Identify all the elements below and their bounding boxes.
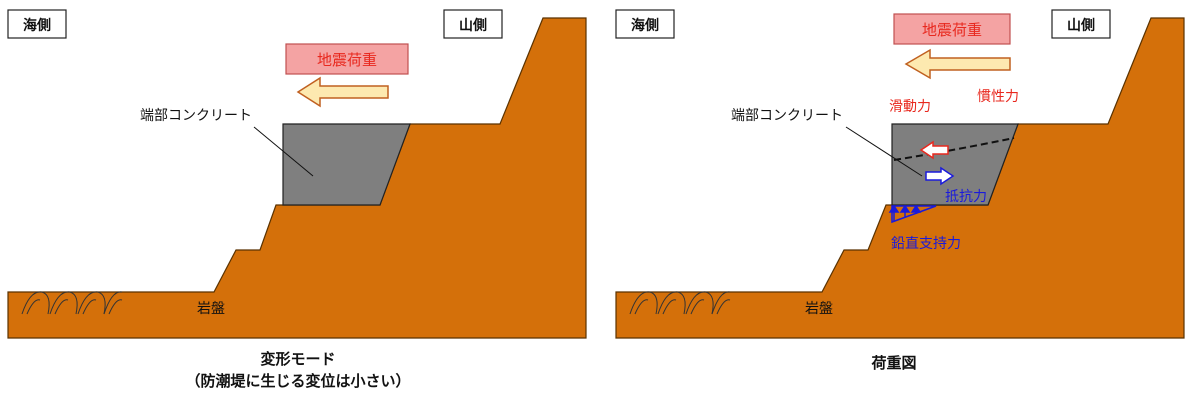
seismic-load-label-box xyxy=(285,43,409,75)
load-diagram-caption: 荷重図 xyxy=(871,354,917,372)
seismic-load-label: 地震荷重 xyxy=(317,51,377,69)
sliding-force-arrow xyxy=(919,140,949,160)
seismic-load-arrow xyxy=(296,76,389,108)
mountain-side-label: 山側 xyxy=(459,17,487,34)
bedrock-hatching xyxy=(629,291,731,315)
load-diagram: 海側 地震荷重 山側 慣性力 滑動力 端部コンクリート 抵抗力 鉛直支持力 岩盤 xyxy=(615,9,1185,339)
resistance-label: 抵抗力 xyxy=(945,189,987,205)
vertical-bearing-arrows xyxy=(888,204,922,222)
sea-side-label: 海側 xyxy=(631,17,659,34)
caption-title: 変形モード xyxy=(260,350,336,368)
mountain-side-label-box xyxy=(443,9,503,39)
inertial-force-label: 慣性力 xyxy=(977,88,1019,105)
bedrock-label: 岩盤 xyxy=(805,301,833,317)
seismic-load-arrow xyxy=(904,48,1011,80)
mountain-side-label-box xyxy=(1051,9,1111,39)
sliding-surface-line xyxy=(893,137,1015,161)
end-concrete-label: 端部コンクリート xyxy=(140,108,252,124)
sea-side-label: 海側 xyxy=(23,17,51,34)
deformation-mode-panel: 海側 山側 地震荷重 端部コンクリート 岩盤 変形モード （防潮堤に生じる変位は… xyxy=(0,9,596,392)
bedrock-hatching xyxy=(21,291,123,315)
end-concrete-block xyxy=(282,123,411,206)
mountain-side-label: 山側 xyxy=(1067,17,1095,34)
load-diagram-panel: 海側 地震荷重 山側 慣性力 滑動力 端部コンクリート 抵抗力 鉛直支持力 岩盤… xyxy=(596,0,1192,406)
end-concrete-leader-line xyxy=(845,126,923,177)
sea-side-label-box xyxy=(7,9,67,39)
vertical-bearing-triangle xyxy=(891,205,937,224)
vertical-bearing-label: 鉛直支持力 xyxy=(891,235,961,252)
deformation-mode-caption: 変形モード （防潮堤に生じる変位は小さい） xyxy=(0,348,596,392)
seismic-load-label: 地震荷重 xyxy=(922,21,982,39)
seismic-load-label-box xyxy=(893,13,1011,45)
resistance-arrow xyxy=(925,166,955,186)
end-concrete-leader-line xyxy=(253,126,314,177)
end-concrete-label: 端部コンクリート xyxy=(731,108,843,124)
sliding-force-label: 滑動力 xyxy=(889,98,931,115)
bedrock-label: 岩盤 xyxy=(197,301,225,317)
deformation-mode-diagram: 海側 山側 地震荷重 端部コンクリート 岩盤 xyxy=(7,9,587,339)
sea-side-label-box xyxy=(615,9,675,39)
caption-subtitle: （防潮堤に生じる変位は小さい） xyxy=(185,372,411,390)
